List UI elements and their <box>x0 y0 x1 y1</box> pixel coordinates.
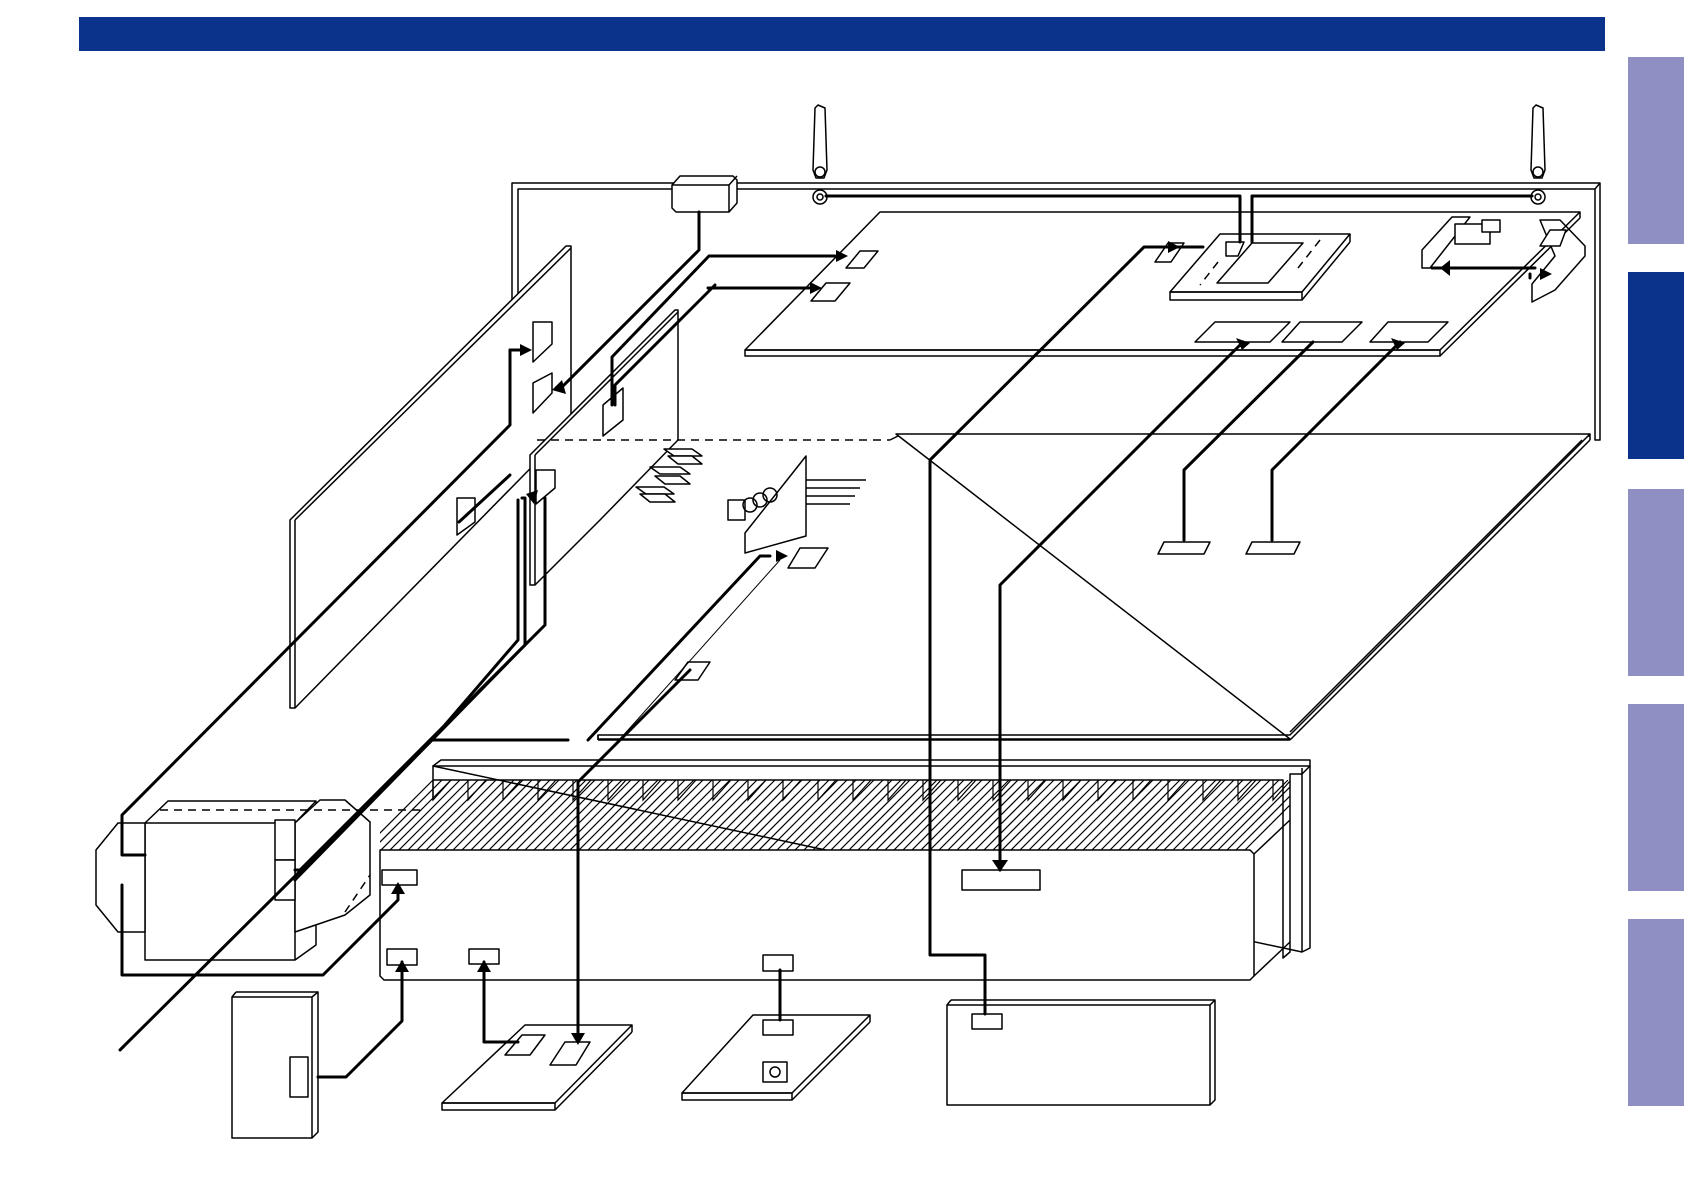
heatsink-fin <box>802 780 874 852</box>
heatsink-fin <box>577 780 649 852</box>
heatsink-fin <box>496 780 568 852</box>
heatsink-fin-top <box>748 780 766 800</box>
heatsink-fin <box>937 780 1009 852</box>
heatsink-fin <box>559 780 631 852</box>
heatsink-fin <box>649 780 721 852</box>
heatsink-fin <box>703 780 775 852</box>
power-supply-block <box>232 992 318 1138</box>
heatsink-fin-top <box>783 780 801 800</box>
heatsink-fin <box>379 780 451 852</box>
heatsink-fin <box>451 780 523 852</box>
heatsink-fin <box>478 780 550 852</box>
network-board <box>745 212 1585 356</box>
heatsink-fin <box>1063 780 1135 852</box>
heatsink-fin <box>946 780 1018 852</box>
heatsink-fin <box>1162 780 1234 852</box>
heatsink-fin <box>694 780 766 852</box>
lower-board-1 <box>442 1025 632 1110</box>
heatsink-fin-top <box>1098 780 1116 800</box>
heatsink-fin <box>460 780 532 852</box>
heatsink-fin-top <box>818 780 836 800</box>
main-board <box>537 434 1590 740</box>
heatsink-fin <box>361 780 433 852</box>
heatsink-fin <box>838 780 910 852</box>
heatsink-fin <box>1153 780 1225 852</box>
heatsink-fin <box>775 780 847 852</box>
heatsink-fin <box>1243 780 1315 852</box>
heatsink-fin <box>928 780 1000 852</box>
heatsink-fin-top <box>1063 780 1081 800</box>
heatsink-fin-top <box>468 780 486 800</box>
heatsink-fin <box>469 780 541 852</box>
heatsink-fin <box>784 780 856 852</box>
heatsink-fin <box>433 780 505 852</box>
heatsink-fin <box>487 780 559 852</box>
heatsink-fin <box>883 780 955 852</box>
heatsink-fin <box>631 780 703 852</box>
heatsink-fin <box>901 780 973 852</box>
heatsink-fin <box>595 780 667 852</box>
heatsink-fin <box>1081 780 1153 852</box>
heatsink-fin <box>1189 780 1261 852</box>
heatsink-fin <box>1198 780 1270 852</box>
front-display-board <box>290 246 571 708</box>
heatsink-fin <box>1018 780 1090 852</box>
heatsink-fin <box>1135 780 1207 852</box>
heatsink-fin <box>973 780 1045 852</box>
heatsink-fin <box>622 780 694 852</box>
heatsink-fin <box>550 780 622 852</box>
heatsink-fin <box>586 780 658 852</box>
heatsink-fin <box>1108 780 1180 852</box>
power-inlet <box>672 176 737 212</box>
heatsink-fin <box>1054 780 1126 852</box>
heatsink-fin <box>793 780 865 852</box>
heatsink-fin <box>1099 780 1171 852</box>
speaker-terminal <box>728 456 866 553</box>
heatsink-fin <box>1234 780 1306 852</box>
heatsink-fin <box>523 780 595 852</box>
heatsink-fin <box>892 780 964 852</box>
heatsink-fin <box>829 780 901 852</box>
heatsink-fin <box>1117 780 1189 852</box>
heatsink-fin <box>1171 780 1243 852</box>
heatsink-fin <box>820 780 892 852</box>
power-amp-board <box>380 820 1290 980</box>
lower-board-2 <box>682 1015 870 1100</box>
heatsink-fin <box>739 780 811 852</box>
heatsink-fin <box>856 780 928 852</box>
heatsink-fin <box>1126 780 1198 852</box>
power-transformer <box>96 800 420 960</box>
lower-board-3 <box>947 1000 1215 1105</box>
heatsink-fin <box>1090 780 1162 852</box>
heatsink-fin <box>1180 780 1252 852</box>
heatsink-fin <box>874 780 946 852</box>
heatsink-fin <box>910 780 982 852</box>
heatsink-fin <box>424 780 496 852</box>
heatsink-fin <box>1216 780 1288 852</box>
heatsink-fin <box>865 780 937 852</box>
heatsink-fin <box>847 780 919 852</box>
heatsink-fin <box>388 780 460 852</box>
heatsink-fin <box>505 780 577 852</box>
heatsink-fin <box>532 780 604 852</box>
heatsink-fin-top <box>1133 780 1151 800</box>
heatsink-fin-top <box>433 780 451 800</box>
heatsink-fin <box>1144 780 1216 852</box>
heatsink-fin <box>613 780 685 852</box>
heatsink-fin <box>1009 780 1081 852</box>
heatsink-fin <box>811 780 883 852</box>
heatsink-fin <box>766 780 838 852</box>
